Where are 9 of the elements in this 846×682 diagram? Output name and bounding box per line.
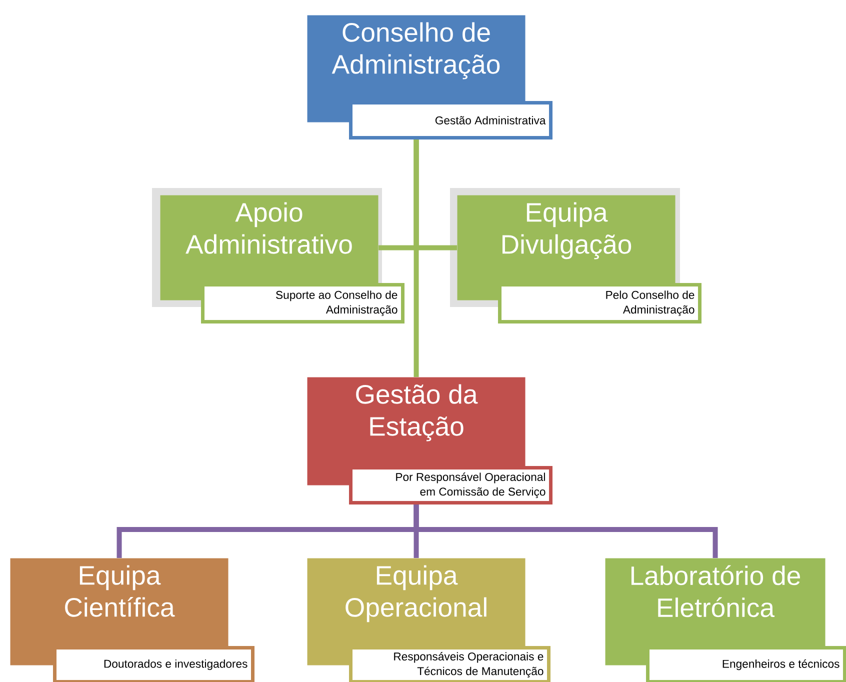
subtitle-box: Pelo Conselho de Administração [498, 283, 702, 324]
subtitle-box: Por Responsável Operacional em Comissão de Serviço [349, 466, 552, 504]
connector-line [414, 504, 718, 558]
connector-line [414, 140, 419, 377]
subtitle-box: Engenheiros e técnicos [646, 646, 846, 682]
subtitle-box: Gestão Administrativa [349, 101, 552, 140]
subtitle-box: Responsáveis Operacionais e Técnicos de Manutenção [349, 646, 550, 682]
subtitle-box: Suporte ao Conselho de Administração [201, 283, 404, 324]
subtitle-box: Doutorados e investigadores [53, 646, 254, 682]
